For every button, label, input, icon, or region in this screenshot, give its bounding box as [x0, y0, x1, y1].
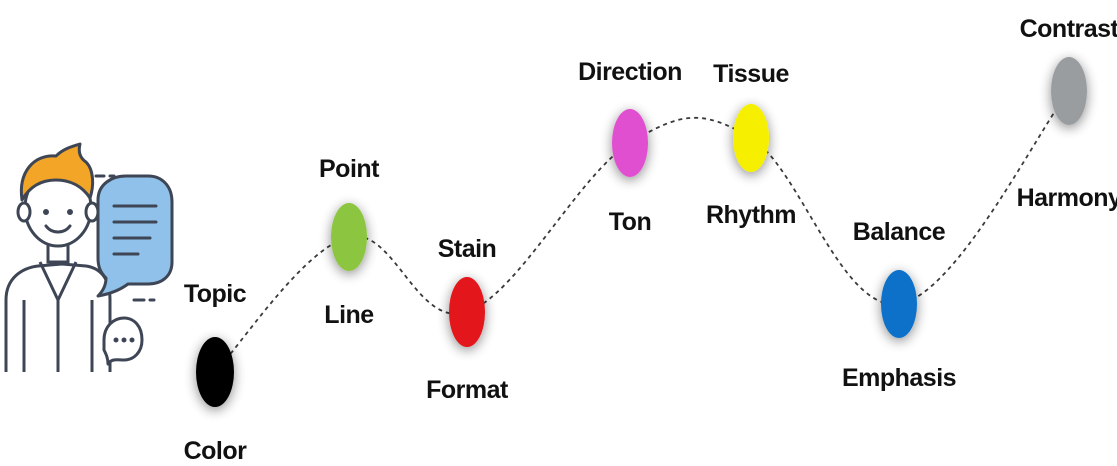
node-bottom-label-ton: Ton — [609, 208, 651, 236]
node-contrast: Contrast Harmony — [1017, 15, 1117, 212]
node-dot-direction — [612, 109, 648, 177]
node-bottom-label-rhythm: Rhythm — [706, 201, 796, 229]
node-topic: Topic Color — [184, 280, 248, 465]
node-dot-topic — [196, 337, 234, 407]
node-top-label-direction: Direction — [578, 58, 682, 86]
node-bottom-label-harmony: Harmony — [1017, 184, 1117, 212]
node-top-label-balance: Balance — [853, 218, 946, 246]
node-dot-balance — [881, 270, 917, 338]
node-top-label-contrast: Contrast — [1020, 15, 1117, 43]
node-dot-point — [331, 203, 367, 271]
node-bottom-label-color: Color — [184, 437, 248, 465]
node-direction: Direction Ton — [578, 58, 682, 236]
node-point: Point Line — [319, 155, 381, 329]
node-top-label-stain: Stain — [438, 235, 497, 263]
node-bottom-label-line: Line — [324, 301, 374, 329]
node-top-label-topic: Topic — [184, 280, 247, 308]
node-bottom-label-emphasis: Emphasis — [842, 364, 956, 392]
node-dot-stain — [449, 277, 485, 347]
node-dot-tissue — [733, 104, 769, 172]
node-balance: Balance Emphasis — [842, 218, 957, 392]
person-with-speech-bubbles-icon — [4, 142, 174, 372]
node-dot-contrast — [1051, 57, 1087, 125]
node-top-label-tissue: Tissue — [713, 60, 789, 88]
node-stain: Stain Format — [426, 235, 509, 404]
node-top-label-point: Point — [319, 155, 380, 183]
node-bottom-label-format: Format — [426, 376, 509, 404]
node-tissue: Tissue Rhythm — [706, 60, 797, 229]
